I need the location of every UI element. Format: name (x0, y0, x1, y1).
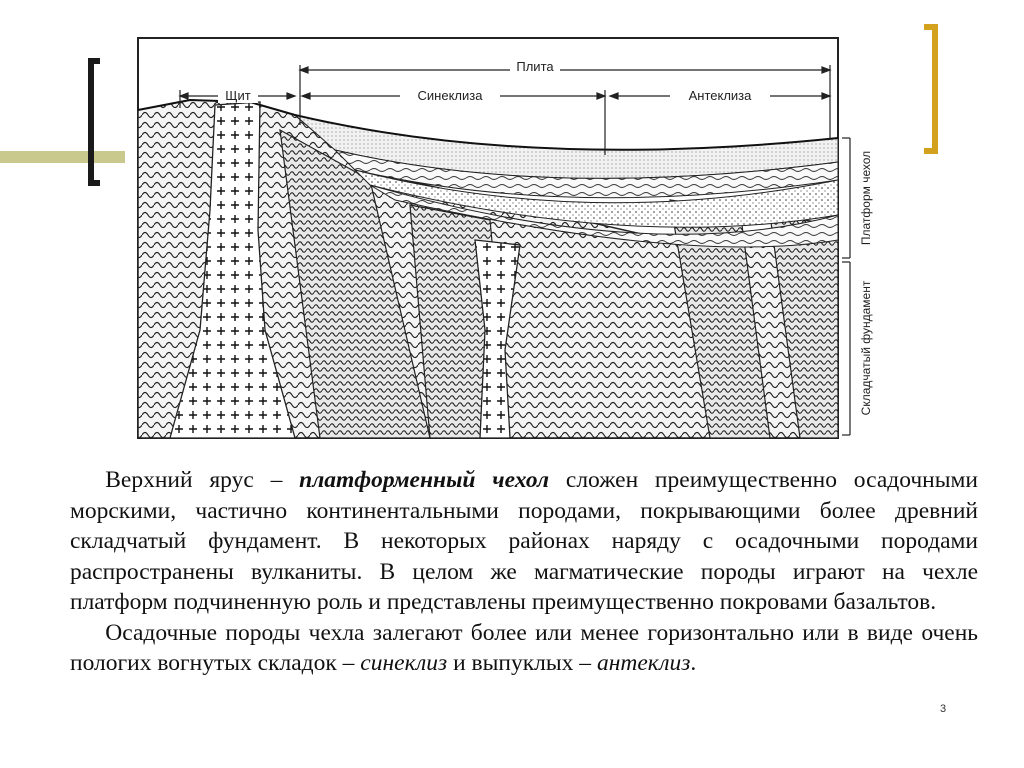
term-platform-cover: платформенный чехол (299, 467, 550, 493)
label-folded-foundation: Складчатый фундамент (859, 280, 873, 415)
label-antekliza: Антеклиза (689, 88, 753, 103)
term-sinekliza: синеклиз (360, 650, 448, 676)
accent-bar (0, 151, 125, 163)
label-shchit: Щит (225, 88, 250, 103)
body-text: Верхний ярус – платформенный чехол сложе… (70, 465, 978, 679)
left-bracket-decoration (88, 58, 100, 186)
label-platform-cover: Платформ чехол (859, 151, 873, 245)
paragraph-1: Верхний ярус – платформенный чехол сложе… (70, 467, 978, 615)
label-sinekliza: Синеклиза (418, 88, 484, 103)
right-bracket-decoration (924, 24, 938, 154)
term-antekliza: антеклиз (596, 650, 691, 676)
page-number: 3 (940, 703, 947, 715)
geology-diagram: Плита Щит Синеклиза Антеклиза Платформ ч… (137, 37, 873, 439)
paragraph-2: Осадочные породы чехла залегают более ил… (70, 619, 978, 677)
label-plita: Плита (516, 59, 554, 74)
